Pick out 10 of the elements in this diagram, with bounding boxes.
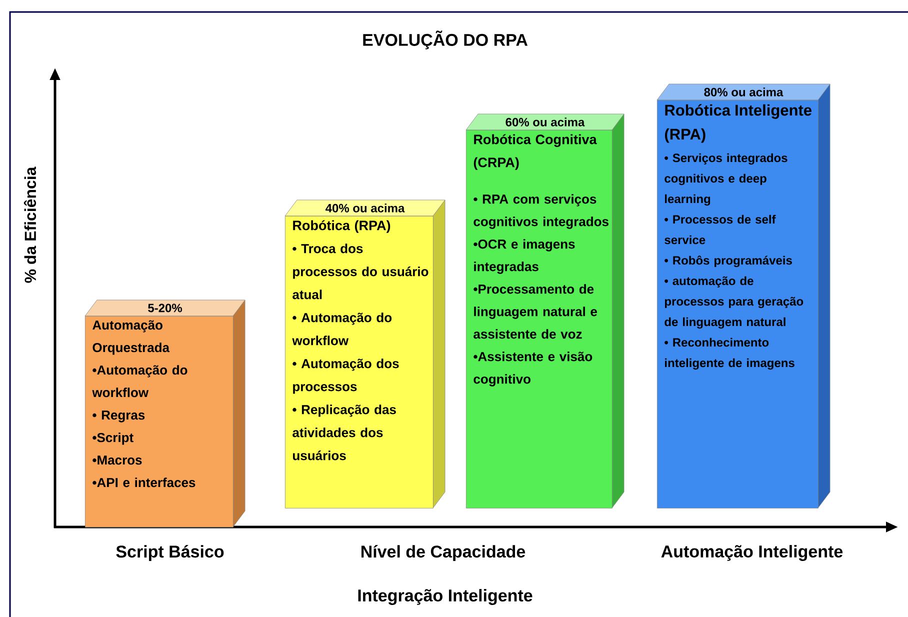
axis-label: % da Eficiência	[24, 166, 36, 283]
category-label: Nível de Capacidade	[361, 544, 526, 561]
percentage-label: 80% ou acima	[704, 88, 784, 96]
percentage-label: 60% ou acima	[506, 118, 585, 126]
category-label: Automação Inteligente	[661, 545, 843, 561]
title: EVOLUÇÃO DO RPA	[363, 30, 528, 50]
category-label: Script Básico	[116, 544, 224, 561]
axis-label: Integração Inteligente	[358, 589, 532, 605]
percentage-label: 5-20%	[148, 304, 182, 312]
percentage-label: 40% ou acima	[326, 204, 405, 212]
